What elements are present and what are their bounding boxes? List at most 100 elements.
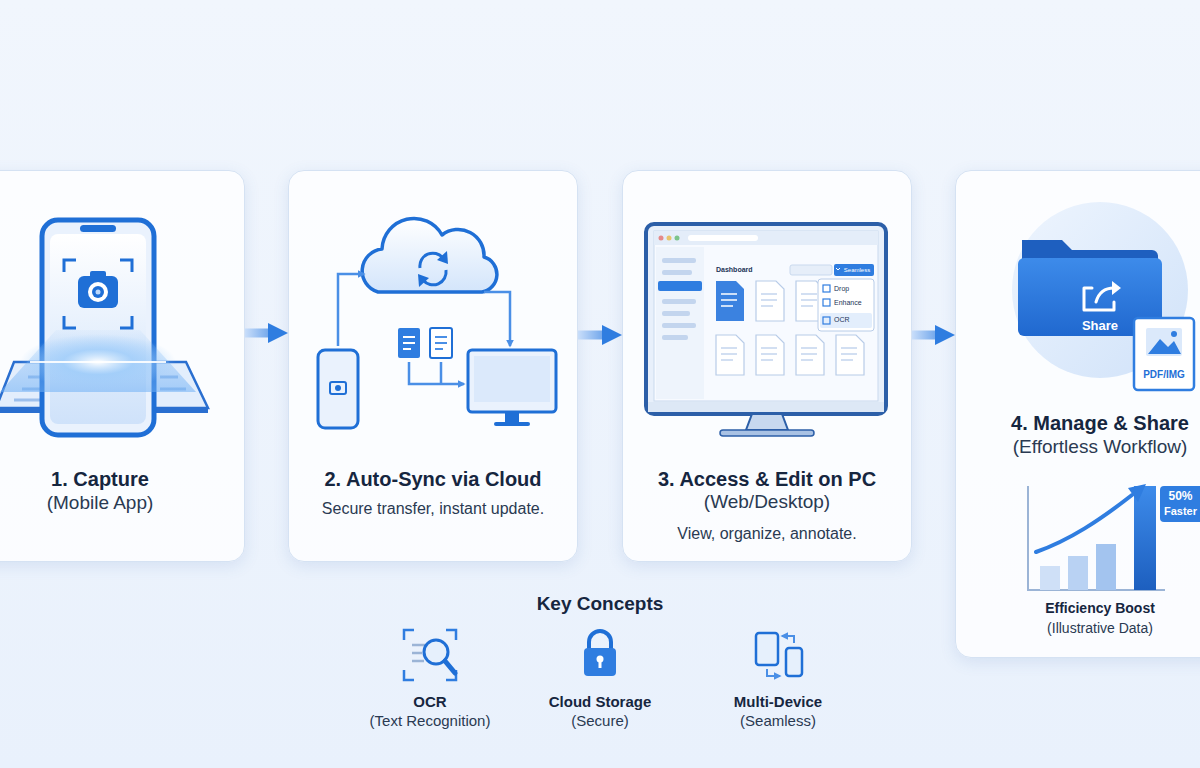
menu-icon	[823, 285, 830, 292]
document-sheet	[0, 362, 208, 408]
cloud-icon	[362, 218, 497, 292]
step-card: 3. Access & Edit on PC(Web/Desktop) View,…	[622, 170, 912, 562]
section-heading: Key Concepts	[480, 592, 720, 616]
step-title: 3. Access & Edit on PC	[623, 467, 911, 491]
monitor-neck	[746, 414, 788, 430]
magnifier-lens	[424, 640, 448, 664]
ocr-text-lines	[412, 645, 426, 661]
toolbar-button	[834, 264, 874, 276]
small-monitor	[468, 350, 556, 412]
document-line	[160, 388, 186, 391]
icon-backdrop	[1012, 202, 1188, 378]
menu-icon	[823, 299, 830, 306]
step-card: 2. Auto-Sync via CloudSecure transfer, i…	[288, 170, 578, 562]
menu-highlight	[820, 313, 872, 328]
sync-arc	[420, 253, 443, 268]
concept-note: (Text Recognition)	[330, 712, 530, 730]
sync-wire	[338, 274, 364, 346]
sync-wire	[409, 362, 464, 384]
step-subtitle: (Web/Desktop)	[623, 491, 911, 514]
camera-lens-ring	[88, 282, 108, 302]
window-dot	[675, 236, 680, 241]
camera-body	[78, 276, 118, 308]
small-monitor-neck	[505, 412, 519, 422]
button-chevron	[836, 268, 840, 270]
monitor-bezel	[646, 224, 886, 414]
phone-body	[42, 220, 154, 435]
small-monitor-base	[494, 422, 530, 426]
image-sun	[1171, 331, 1177, 337]
document-line	[28, 376, 40, 379]
sync-wire	[484, 292, 510, 346]
file-lines	[435, 337, 447, 349]
device-sync-arrow	[782, 636, 794, 643]
file-card	[1134, 318, 1194, 390]
thumbnail	[836, 335, 864, 375]
monitor-screen	[654, 231, 878, 401]
chart-bar	[1068, 556, 1088, 590]
ocr-frame	[404, 630, 456, 680]
lock-keyhole	[597, 656, 604, 663]
thumbnail-lines	[801, 294, 817, 306]
sync-arrowhead	[437, 251, 448, 264]
thumbnail-lines	[801, 348, 817, 360]
file-lines	[403, 337, 415, 349]
sidebar-row	[662, 258, 696, 263]
folder-front	[1018, 258, 1162, 336]
camera-lens	[92, 286, 104, 298]
thumbnail	[716, 335, 744, 375]
sidebar-row	[662, 270, 692, 275]
sidebar-row	[662, 311, 690, 316]
small-phone	[318, 350, 358, 428]
thumbnail-lines	[841, 348, 857, 360]
file-icon	[398, 328, 420, 358]
step-description: Secure transfer, instant update.	[289, 499, 577, 518]
tablet-icon	[756, 633, 778, 665]
monitor-base	[720, 430, 814, 436]
menu-icon	[823, 317, 830, 324]
address-bar	[688, 235, 758, 241]
sync-arrowhead	[418, 274, 429, 287]
viewfinder-corners	[64, 260, 132, 328]
camera-lens-glint	[96, 290, 101, 295]
window-dot	[667, 236, 672, 241]
step-card: 1. Capture(Mobile App)	[0, 170, 245, 562]
share-arrowhead	[1112, 281, 1121, 295]
file-icon	[430, 328, 452, 358]
chart-bar	[1040, 566, 1060, 590]
flow-arrow	[578, 331, 608, 340]
step-title: 1. Capture	[0, 467, 244, 491]
sync-arc	[423, 270, 446, 285]
flow-arrow	[245, 329, 274, 338]
thumbnail-lines	[761, 294, 777, 306]
small-lens	[335, 385, 341, 391]
camera-top	[90, 271, 106, 278]
thumbnail-lines	[721, 294, 737, 306]
search-field	[790, 265, 832, 275]
document-line	[22, 388, 40, 391]
image-mountain	[1148, 339, 1181, 354]
chart-axes	[1028, 486, 1165, 590]
concept-name: Multi-Device	[678, 693, 878, 711]
step-description: View, organize, annotate.	[623, 524, 911, 543]
step-subtitle: (Mobile App)	[0, 492, 244, 515]
context-menu	[818, 279, 874, 331]
share-box	[1084, 288, 1114, 310]
sidebar-row	[662, 335, 688, 340]
scan-glow	[20, 334, 176, 390]
share-arrow	[1096, 288, 1114, 302]
thumbnail-lines	[761, 348, 777, 360]
phone-notch	[80, 225, 116, 232]
phone-icon	[786, 648, 802, 676]
document-line	[160, 376, 178, 379]
step-subtitle: (Effortless Workflow)	[956, 436, 1200, 459]
concept-note: (Seamless)	[678, 712, 878, 730]
step-title: 2. Auto-Sync via Cloud	[289, 467, 577, 491]
device-sync-arrow	[767, 669, 780, 676]
small-monitor-screen	[474, 356, 550, 402]
sidebar-row	[662, 299, 696, 304]
lock-shackle	[589, 631, 611, 650]
scan-beam	[0, 330, 196, 392]
concept-note: (Secure)	[500, 712, 700, 730]
